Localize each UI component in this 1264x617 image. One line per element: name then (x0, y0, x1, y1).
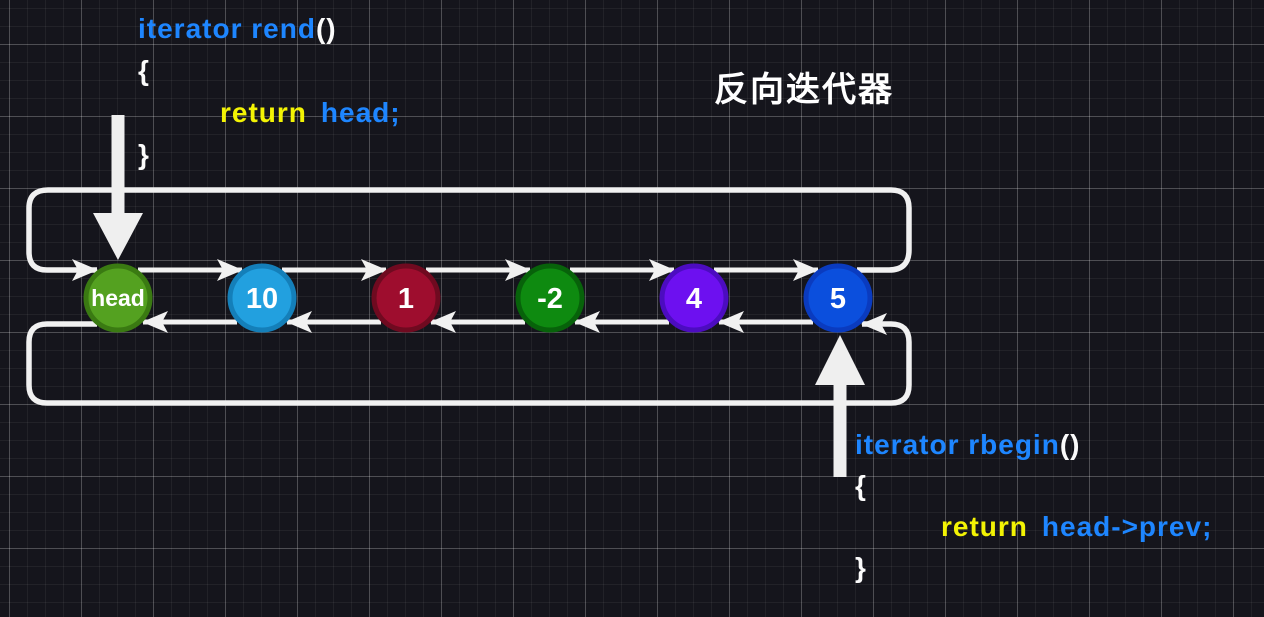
node-head-circle (83, 263, 153, 333)
rbegin-return-expression: head->prev; (1041, 511, 1213, 542)
page-title: 反向迭代器 (714, 71, 894, 109)
node-5-circle (803, 263, 873, 333)
code-line-rend-body: return head; (138, 92, 401, 134)
rbegin-return-keyword: return (941, 511, 1028, 542)
node-4: 4 (659, 263, 729, 333)
rend-open-brace: { (138, 55, 150, 86)
node-head-label: head (91, 285, 145, 311)
node-10: 10 (227, 263, 297, 333)
prev-wrap-arrow-head-to-5 (26, 313, 912, 406)
code-line-rbegin-body: return head->prev; (855, 506, 1212, 547)
rbegin-pointer-arrow (815, 335, 865, 477)
node--2-label: -2 (537, 283, 563, 315)
node-5-label: 5 (830, 283, 846, 315)
rend-pointer-arrow (93, 115, 143, 260)
node--2: -2 (515, 263, 585, 333)
rend-parens: () (315, 13, 337, 44)
code-line-rbegin-signature: iterator rbegin() (855, 424, 1212, 465)
code-block-rbegin: iterator rbegin() { return head->prev; } (855, 424, 1212, 588)
code-block-rend: iterator rend() { return head; } (138, 8, 401, 176)
rend-return-keyword: return (220, 97, 307, 128)
rend-function-name: iterator rend (138, 13, 316, 44)
node-10-label: 10 (246, 283, 278, 315)
rend-close-brace: } (138, 139, 150, 170)
next-wrap-arrow-5-to-head (26, 187, 912, 281)
node-1-circle (371, 263, 441, 333)
node-4-circle (659, 263, 729, 333)
node-10-circle (227, 263, 297, 333)
node-5: 5 (803, 263, 873, 333)
node-1-label: 1 (398, 283, 414, 315)
rbegin-close-brace: } (855, 552, 867, 583)
node-4-label: 4 (686, 283, 702, 315)
node--2-circle (515, 263, 585, 333)
node-head: head (83, 263, 153, 333)
rbegin-function-name: iterator rbegin (855, 429, 1060, 460)
node-1: 1 (371, 263, 441, 333)
code-line-rend-signature: iterator rend() (138, 8, 401, 50)
rbegin-open-brace: { (855, 470, 867, 501)
rend-return-expression: head; (320, 97, 401, 128)
rbegin-parens: () (1059, 429, 1081, 460)
